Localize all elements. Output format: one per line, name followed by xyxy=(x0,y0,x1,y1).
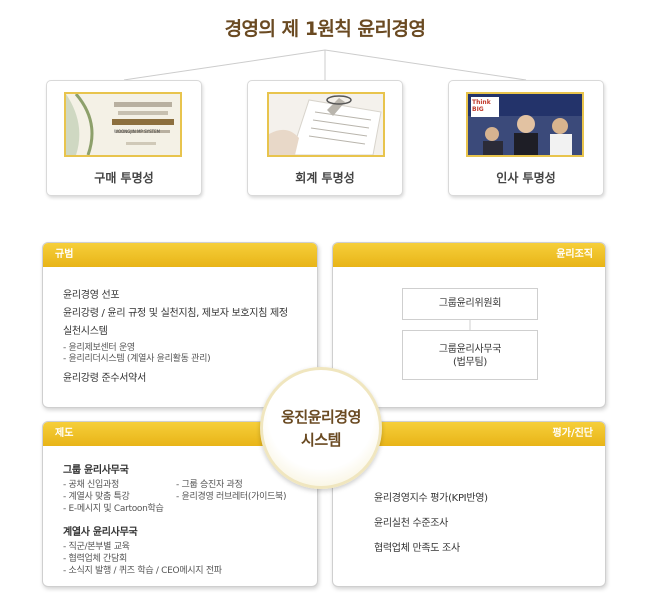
committee-box: 그룹윤리위원회 xyxy=(402,288,538,320)
principle-card-purchase: WOONGJIN MP SYSTEM 구매 투명성 xyxy=(46,80,202,196)
evaluation-panel: 평가/진단 xyxy=(332,421,606,587)
organization-panel: 윤리조직 xyxy=(332,242,606,408)
center-title-line2: 시스템 xyxy=(301,431,341,449)
regulation-item: 실천시스템 xyxy=(63,326,108,337)
affiliate-office-item: - 소식지 발행 / 퀴즈 학습 / CEO메시지 전파 xyxy=(63,566,222,576)
think-big-sign: Think BIG xyxy=(472,99,491,113)
group-office-item: - E-메시지 및 Cartoon학습 xyxy=(63,504,164,514)
office-box: 그룹윤리사무국 (법무팀) xyxy=(402,330,538,380)
office-label: 그룹윤리사무국 xyxy=(438,344,502,355)
office-sublabel: (법무팀) xyxy=(453,357,487,368)
regulation-panel: 규범 xyxy=(42,242,318,408)
group-office-item: - 그룹 승진자 과정 xyxy=(176,480,243,490)
regulation-item: 윤리강령 준수서약서 xyxy=(63,373,146,384)
evaluation-item: 협력업체 만족도 조사 xyxy=(374,543,460,554)
evaluation-item: 윤리경영지수 평가(KPI반영) xyxy=(374,493,488,504)
group-office-item: - 계열사 맞춤 특강 xyxy=(63,492,130,502)
hr-photo: Think BIG xyxy=(466,92,584,157)
panel-title: 윤리조직 xyxy=(333,243,605,267)
center-system-circle: 웅진윤리경영 시스템 xyxy=(260,367,382,489)
affiliate-office-item: - 협력업체 간담회 xyxy=(63,554,127,564)
group-office-item: - 공채 신입과정 xyxy=(63,480,119,490)
principle-label: 회계 투명성 xyxy=(295,171,355,185)
group-office-heading: 그룹 윤리사무국 xyxy=(63,465,129,476)
regulation-item: 윤리강령 / 윤리 규정 및 실천지침, 제보자 보호지침 제정 xyxy=(63,308,288,319)
group-office-item: - 윤리경영 러브레터(가이드북) xyxy=(176,492,287,502)
principle-card-accounting: 회계 투명성 xyxy=(247,80,403,196)
committee-label: 그룹윤리위원회 xyxy=(438,298,502,309)
evaluation-item: 윤리실천 수준조사 xyxy=(374,518,449,529)
accounting-photo xyxy=(267,92,385,157)
principle-label: 인사 투명성 xyxy=(496,171,556,185)
org-connector xyxy=(469,320,471,330)
photo-caption: WOONGJIN MP SYSTEM xyxy=(114,129,161,134)
regulation-sub-item: - 윤리리더시스템 (계열사 윤리활동 관리) xyxy=(63,354,211,364)
principle-label: 구매 투명성 xyxy=(94,171,154,185)
center-title-line1: 웅진윤리경영 xyxy=(281,408,361,426)
affiliate-office-heading: 계열사 윤리사무국 xyxy=(63,527,138,538)
page-title: 경영의 제 1원칙 윤리경영 xyxy=(224,18,426,40)
regulation-sub-item: - 윤리제보센터 운영 xyxy=(63,343,135,353)
affiliate-office-item: - 직군/본부별 교육 xyxy=(63,542,130,552)
panel-title: 규범 xyxy=(43,243,317,267)
regulation-item: 윤리경영 선포 xyxy=(63,290,120,301)
purchase-system-photo: WOONGJIN MP SYSTEM xyxy=(64,92,182,157)
principle-card-hr: Think BIG 인사 투명성 xyxy=(448,80,604,196)
